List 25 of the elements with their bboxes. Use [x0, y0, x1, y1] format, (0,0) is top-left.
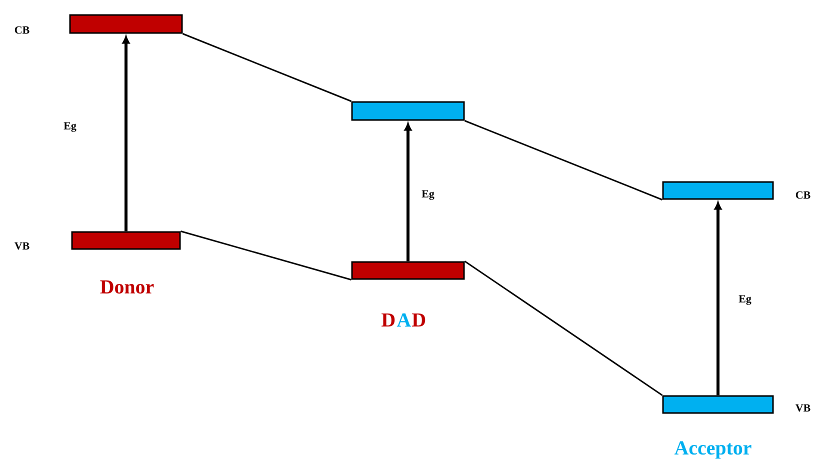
connector-line — [180, 230, 352, 280]
arrow — [404, 123, 412, 262]
material-label: D — [412, 313, 426, 327]
energy-level-bar — [662, 181, 774, 200]
edge-label: Eg — [64, 122, 76, 132]
energy-level-bar — [662, 395, 774, 414]
material-label: D — [382, 313, 395, 327]
arrow — [122, 36, 130, 232]
energy-level-bar — [71, 231, 181, 250]
edge-label: Eg — [422, 190, 434, 200]
material-label: Acceptor — [674, 441, 752, 459]
edge-label: Eg — [738, 295, 752, 305]
energy-level-bar — [351, 261, 465, 280]
arrow — [714, 202, 722, 396]
connector-line — [464, 260, 663, 396]
energy-level-bar — [69, 14, 183, 34]
level-label: VB — [796, 404, 810, 412]
connector-line — [182, 33, 352, 102]
material-label: A — [396, 313, 411, 327]
level-label: CB — [796, 191, 810, 199]
level-label: CB — [14, 26, 30, 34]
energy-level-bar — [351, 101, 465, 121]
connector-line — [464, 120, 663, 200]
level-label: VB — [14, 242, 30, 250]
material-label: Donor — [100, 280, 154, 294]
